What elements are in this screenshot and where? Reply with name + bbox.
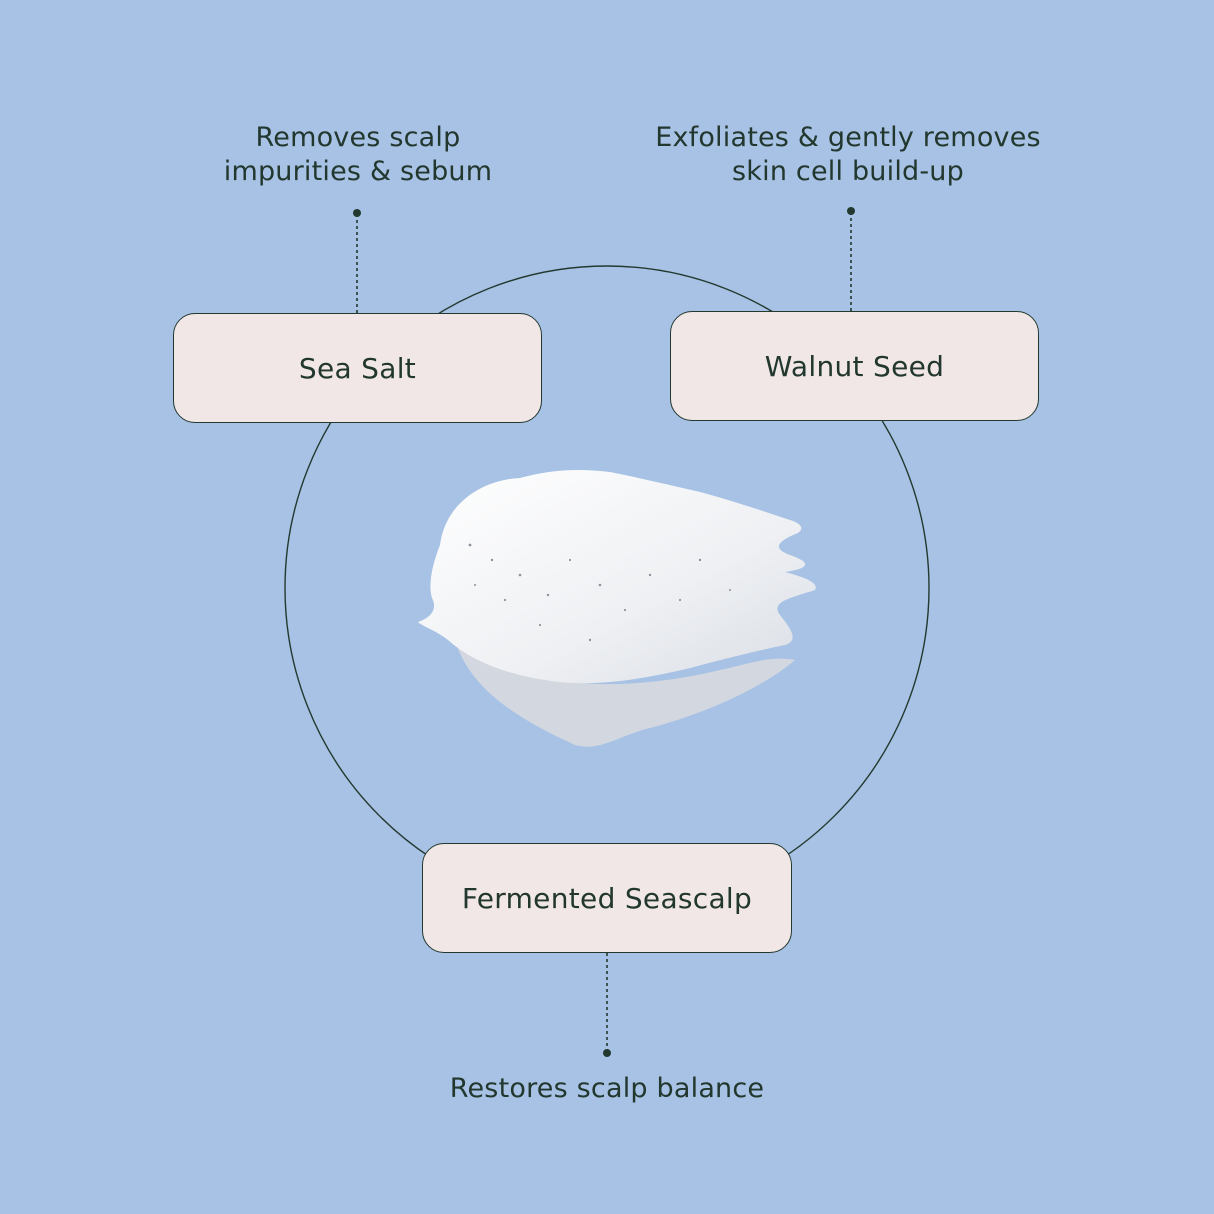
benefit-walnut-seed: Exfoliates & gently removes skin cell bu… (643, 121, 1053, 189)
benefit-walnut-seed-line-1: Exfoliates & gently removes (655, 122, 1041, 153)
benefit-walnut-seed-line-2: skin cell build-up (732, 156, 964, 187)
ingredient-name-sea-salt: Sea Salt (298, 351, 417, 385)
ingredient-box-sea-salt: Sea Salt (173, 313, 542, 423)
benefit-sea-salt-line-2: impurities & sebum (223, 156, 493, 187)
connector-dot-sea-salt (353, 209, 361, 217)
benefit-sea-salt: Removes scalp impurities & sebum (203, 121, 513, 189)
ingredient-name-walnut-seed: Walnut Seed (764, 349, 945, 383)
ingredient-box-fermented-seascalp: Fermented Seascalp (422, 843, 792, 953)
ingredient-box-walnut-seed: Walnut Seed (670, 311, 1039, 421)
benefit-sea-salt-line-1: Removes scalp (255, 122, 461, 153)
ingredient-name-fermented-seascalp: Fermented Seascalp (461, 881, 753, 915)
connector-dot-fermented-seascalp (603, 1049, 611, 1057)
product-swatch-image (418, 470, 816, 747)
benefit-fermented-seascalp-line-1: Restores scalp balance (449, 1073, 765, 1104)
connector-dot-walnut-seed (847, 207, 855, 215)
benefit-fermented-seascalp: Restores scalp balance (407, 1072, 807, 1106)
